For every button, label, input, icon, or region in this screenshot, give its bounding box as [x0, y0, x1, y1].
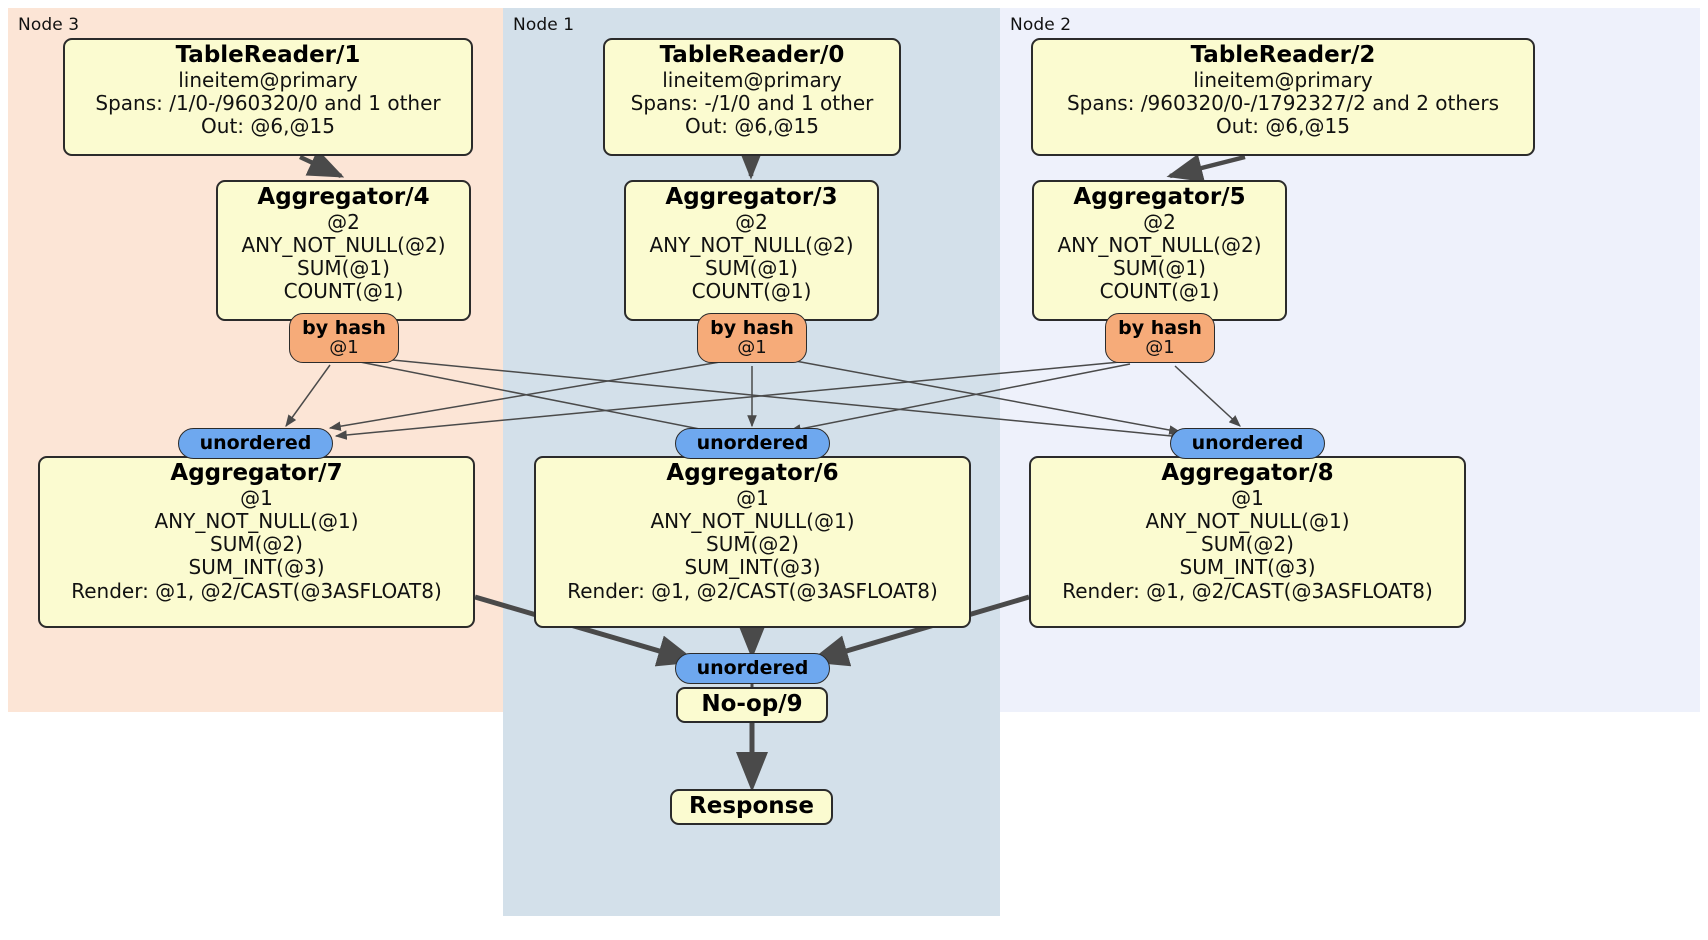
badge-sublabel: @1	[737, 336, 767, 358]
plan-box-line: ANY_NOT_NULL(@2)	[649, 232, 854, 257]
plan-box-title: TableReader/2	[1190, 42, 1376, 68]
plan-box-line: Render: @1, @2/CAST(@3ASFLOAT8)	[71, 578, 442, 603]
plan-box-line: SUM_INT(@3)	[1179, 555, 1316, 580]
plan-box-line: @1	[240, 485, 273, 510]
by-hash-badge-hash4[interactable]: by hash@1	[289, 313, 399, 363]
plan-box-line: SUM(@2)	[210, 532, 303, 557]
plan-box-title: No-op/9	[701, 691, 803, 718]
plan-box-line: SUM(@1)	[297, 256, 390, 281]
badge-sublabel: @1	[329, 336, 359, 358]
plan-box-line: SUM(@2)	[706, 532, 799, 557]
plan-box-line: Render: @1, @2/CAST(@3ASFLOAT8)	[1062, 578, 1433, 603]
plan-box-line: COUNT(@1)	[283, 279, 404, 304]
plan-box-line: @2	[1143, 209, 1176, 234]
plan-box-noop9[interactable]: No-op/9	[676, 687, 828, 723]
plan-box-line: COUNT(@1)	[691, 279, 812, 304]
plan-box-title: Aggregator/3	[665, 184, 838, 210]
plan-box-line: lineitem@primary	[662, 67, 842, 92]
unordered-badge-unord9[interactable]: unordered	[675, 653, 830, 684]
by-hash-badge-hash3[interactable]: by hash@1	[697, 313, 807, 363]
plan-box-line: SUM_INT(@3)	[188, 555, 325, 580]
node-panel-label-node3: Node 3	[18, 15, 80, 35]
plan-box-line: SUM(@1)	[705, 256, 798, 281]
plan-box-line: SUM(@2)	[1201, 532, 1294, 557]
badge-label: unordered	[199, 431, 312, 454]
plan-box-line: Render: @1, @2/CAST(@3ASFLOAT8)	[567, 578, 938, 603]
badge-label: unordered	[1191, 431, 1304, 454]
badge-label: unordered	[696, 656, 809, 679]
badge-label: by hash	[710, 316, 794, 339]
plan-box-title: Aggregator/6	[666, 460, 839, 486]
plan-box-line: Spans: /960320/0-/1792327/2 and 2 others	[1066, 90, 1499, 115]
plan-box-line: SUM_INT(@3)	[684, 555, 821, 580]
badge-label: unordered	[696, 431, 809, 454]
plan-box-line: lineitem@primary	[178, 67, 358, 92]
badge-label: by hash	[302, 316, 386, 339]
plan-box-line: lineitem@primary	[1193, 67, 1373, 92]
plan-box-line: ANY_NOT_NULL(@2)	[241, 232, 446, 257]
plan-box-title: Aggregator/4	[257, 184, 430, 210]
plan-box-line: ANY_NOT_NULL(@1)	[650, 508, 855, 533]
plan-box-title: Aggregator/5	[1073, 184, 1246, 210]
plan-box-response[interactable]: Response	[670, 789, 833, 825]
unordered-badge-unord8[interactable]: unordered	[1170, 428, 1325, 459]
plan-box-line: @1	[736, 485, 769, 510]
badge-sublabel: @1	[1145, 336, 1175, 358]
badge-label: by hash	[1118, 316, 1202, 339]
plan-box-line: Out: @6,@15	[201, 114, 335, 139]
plan-box-line: Out: @6,@15	[685, 114, 819, 139]
plan-box-line: @2	[327, 209, 360, 234]
plan-box-title: Aggregator/8	[1161, 460, 1334, 486]
plan-box-line: ANY_NOT_NULL(@1)	[1145, 508, 1350, 533]
plan-box-line: SUM(@1)	[1113, 256, 1206, 281]
node-panel-label-node2: Node 2	[1010, 15, 1072, 35]
plan-box-line: Out: @6,@15	[1216, 114, 1350, 139]
plan-box-line: Spans: -/1/0 and 1 other	[630, 90, 874, 115]
plan-box-title: Response	[689, 793, 814, 820]
by-hash-badge-hash5[interactable]: by hash@1	[1105, 313, 1215, 363]
plan-box-title: TableReader/0	[659, 42, 845, 68]
plan-box-line: Spans: /1/0-/960320/0 and 1 other	[95, 90, 441, 115]
plan-box-title: TableReader/1	[175, 42, 361, 68]
unordered-badge-unord7[interactable]: unordered	[178, 428, 333, 459]
plan-box-line: ANY_NOT_NULL(@2)	[1057, 232, 1262, 257]
unordered-badge-unord6[interactable]: unordered	[675, 428, 830, 459]
plan-box-title: Aggregator/7	[170, 460, 343, 486]
plan-box-line: @2	[735, 209, 768, 234]
node-panel-label-node1: Node 1	[513, 15, 575, 35]
plan-box-line: COUNT(@1)	[1099, 279, 1220, 304]
plan-box-line: @1	[1231, 485, 1264, 510]
plan-box-line: ANY_NOT_NULL(@1)	[154, 508, 359, 533]
